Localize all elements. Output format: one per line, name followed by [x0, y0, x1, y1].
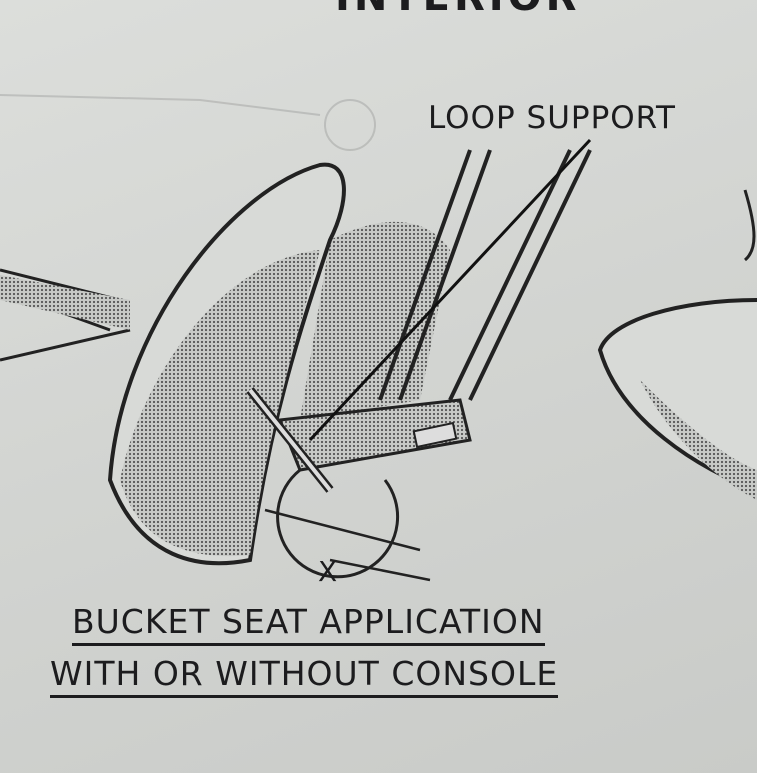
- adjacent-seat-shade: [640, 380, 757, 500]
- angle-ref-lines: [264, 508, 431, 582]
- angle-label: X: [318, 555, 339, 588]
- floor-tunnel-shaded: [0, 275, 130, 330]
- leader-line: [308, 138, 592, 442]
- page-header-partial: INTERIOR: [335, 0, 580, 20]
- bleed-through-text: [0, 94, 376, 151]
- angle-arc: [276, 468, 400, 579]
- loop-support-label: LOOP SUPPORT: [428, 100, 676, 136]
- headrest-edge: [743, 189, 756, 262]
- caption-line-2: WITH OR WITHOUT CONSOLE: [50, 654, 559, 698]
- belt-stalk-inner: [248, 388, 332, 492]
- caption-line-1: BUCKET SEAT APPLICATION: [72, 602, 545, 646]
- seat-cushion-shade: [120, 250, 320, 557]
- buckle: [412, 421, 458, 449]
- adjacent-seat-outline: [597, 298, 757, 492]
- loop-support-bars: [378, 149, 592, 401]
- console-shaded: [277, 398, 472, 472]
